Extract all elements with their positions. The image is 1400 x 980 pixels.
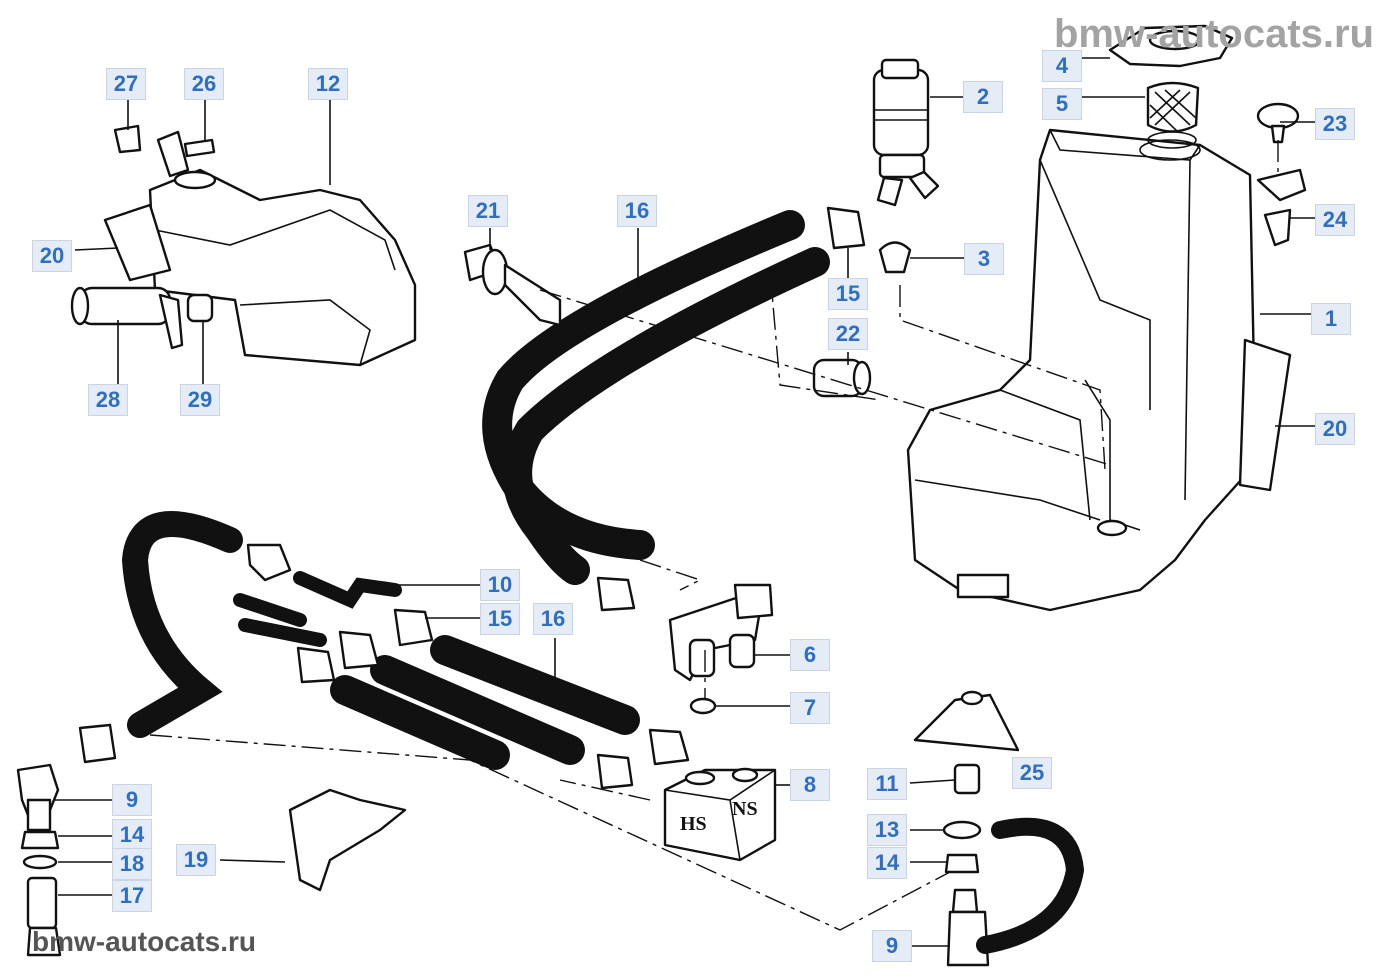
headlight-washer-reservoir: [148, 130, 417, 367]
callout-25: 25: [1012, 757, 1052, 789]
hose-pair-16-upper: [482, 210, 830, 585]
nozzle-stack-left: [16, 763, 62, 957]
callout-10: 10: [480, 569, 520, 601]
callout-4: 4: [1042, 50, 1082, 82]
callout-23: 23: [1315, 108, 1355, 140]
callout-21: 21: [468, 195, 508, 227]
watermark-bottom: bmw-autocats.ru: [32, 926, 257, 957]
connector-pipes-10: [233, 571, 402, 647]
callout-9-right: 9: [872, 930, 912, 962]
seal-ring-7: [689, 697, 717, 715]
callout-17: 17: [112, 880, 152, 912]
callout-5: 5: [1042, 88, 1082, 120]
callout-3: 3: [964, 243, 1004, 275]
callout-13: 13: [867, 814, 907, 846]
fitting-21: [463, 243, 562, 327]
nozzle-stack-right: [942, 763, 1085, 967]
callout-24: 24: [1315, 204, 1355, 236]
pump-grommet-3: [878, 241, 912, 274]
reservoir-filter-strainer: [1146, 81, 1200, 149]
callout-11: 11: [867, 768, 907, 800]
callout-15-upper: 15: [828, 278, 868, 310]
grommet-29: [186, 293, 214, 323]
washer-pump: [872, 58, 940, 207]
callout-14-right: 14: [867, 847, 907, 879]
callout-12: 12: [308, 68, 348, 100]
assembly-axis-lines: [149, 140, 1279, 931]
callout-1: 1: [1311, 303, 1351, 335]
nozzle-cap-25: [913, 690, 1020, 752]
callout-26: 26: [184, 68, 224, 100]
watermark-top: bmw-autocats.ru: [1053, 12, 1374, 56]
valve-mark-hs: HS: [680, 813, 707, 835]
callout-8: 8: [790, 769, 830, 801]
screw-26: [183, 138, 216, 158]
callout-20-right: 20: [1315, 413, 1355, 445]
clip-27: [113, 124, 142, 154]
callout-27: 27: [106, 68, 146, 100]
valve-mark-ns: NS: [732, 798, 758, 820]
washer-reservoir: [906, 128, 1257, 612]
callout-2: 2: [963, 81, 1003, 113]
grommet-22: [812, 358, 872, 398]
callout-19: 19: [176, 844, 216, 876]
callout-16-lower: 16: [533, 603, 573, 635]
reservoir-insulation-mat-20: [1238, 338, 1292, 492]
hose-pair-16-lower: [330, 635, 640, 770]
callout-18: 18: [112, 848, 152, 880]
callout-28: 28: [88, 384, 128, 416]
callout-15-lower: 15: [480, 603, 520, 635]
callout-6: 6: [790, 639, 830, 671]
reservoir-cap: [1108, 24, 1234, 68]
callout-16-upper: 16: [617, 195, 657, 227]
pump-28: [70, 286, 184, 350]
callout-14-left: 14: [112, 819, 152, 851]
valve-block-hs-ns: HS NS: [663, 767, 777, 862]
bracket-clip: [1256, 168, 1307, 247]
callout-20-left: 20: [32, 240, 72, 272]
leader-lines: [55, 57, 1316, 947]
callout-22: 22: [828, 318, 868, 350]
callout-7: 7: [790, 692, 830, 724]
y-distributor: [668, 583, 774, 682]
cap-23: [1256, 102, 1300, 144]
hose-bracket-19: [288, 788, 407, 892]
headlight-washer-hose: [121, 511, 243, 738]
hose-clamps: [78, 206, 866, 790]
callout-29: 29: [180, 384, 220, 416]
callout-9-left: 9: [112, 784, 152, 816]
insulation-mat-20: [103, 203, 172, 282]
